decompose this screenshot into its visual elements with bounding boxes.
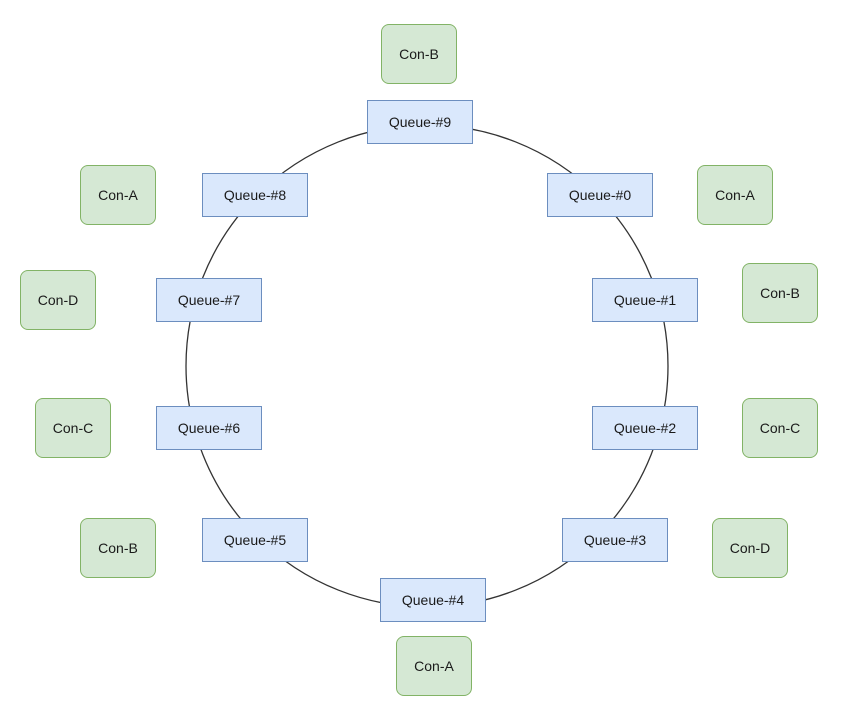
queue-node-9[interactable]: Queue-#9 bbox=[367, 100, 473, 144]
queue-node-8[interactable]: Queue-#8 bbox=[202, 173, 308, 217]
queue-node-5[interactable]: Queue-#5 bbox=[202, 518, 308, 562]
consumer-node-7[interactable]: Con-D bbox=[20, 270, 96, 330]
queue-node-0[interactable]: Queue-#0 bbox=[547, 173, 653, 217]
queue-node-4[interactable]: Queue-#4 bbox=[380, 578, 486, 622]
queue-node-2[interactable]: Queue-#2 bbox=[592, 406, 698, 450]
consumer-node-0[interactable]: Con-A bbox=[697, 165, 773, 225]
queue-node-1[interactable]: Queue-#1 bbox=[592, 278, 698, 322]
consumer-node-4[interactable]: Con-A bbox=[396, 636, 472, 696]
queue-node-3[interactable]: Queue-#3 bbox=[562, 518, 668, 562]
consumer-node-8[interactable]: Con-A bbox=[80, 165, 156, 225]
consumer-node-6[interactable]: Con-C bbox=[35, 398, 111, 458]
consumer-node-5[interactable]: Con-B bbox=[80, 518, 156, 578]
queue-node-6[interactable]: Queue-#6 bbox=[156, 406, 262, 450]
consumer-node-3[interactable]: Con-D bbox=[712, 518, 788, 578]
queue-node-7[interactable]: Queue-#7 bbox=[156, 278, 262, 322]
consumer-node-1[interactable]: Con-B bbox=[742, 263, 818, 323]
consumer-node-9[interactable]: Con-B bbox=[381, 24, 457, 84]
consumer-node-2[interactable]: Con-C bbox=[742, 398, 818, 458]
